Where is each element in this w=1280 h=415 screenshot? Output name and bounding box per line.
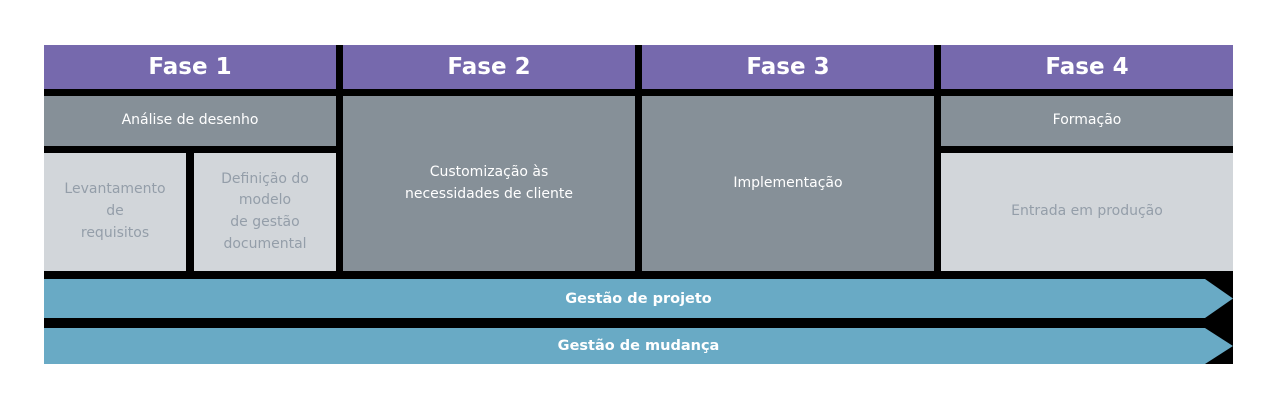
box-definicao-modelo: Definição do modelo de gestão documental bbox=[194, 153, 336, 271]
banner-gestao-de-mudanca: Gestão de mudança bbox=[44, 328, 1233, 364]
phase-header-2: Fase 2 bbox=[343, 45, 635, 89]
phase-header-3-label: Fase 3 bbox=[746, 54, 830, 80]
phase-diagram: Fase 1 Fase 2 Fase 3 Fase 4 Análise de d… bbox=[44, 45, 1233, 364]
banner-gestao-de-projeto-label: Gestão de projeto bbox=[565, 290, 712, 307]
fase1-subboxes: Levantamento de requisitos Definição do … bbox=[44, 153, 336, 271]
phase-table: Fase 1 Fase 2 Fase 3 Fase 4 Análise de d… bbox=[44, 45, 1233, 279]
box-formacao: Formação bbox=[941, 96, 1233, 146]
phase-header-4-label: Fase 4 bbox=[1045, 54, 1129, 80]
box-analise-de-desenho: Análise de desenho bbox=[44, 96, 336, 146]
box-levantamento-requisitos: Levantamento de requisitos bbox=[44, 153, 186, 271]
banner-stack: Gestão de projeto Gestão de mudança bbox=[44, 279, 1233, 364]
box-implementacao: Implementação bbox=[642, 96, 934, 271]
phase-header-1-label: Fase 1 bbox=[148, 54, 232, 80]
banner-gestao-de-mudanca-label: Gestão de mudança bbox=[557, 338, 720, 354]
phase-header-4: Fase 4 bbox=[941, 45, 1233, 89]
banner-gestao-de-projeto: Gestão de projeto bbox=[44, 279, 1233, 318]
box-entrada-producao: Entrada em produção bbox=[941, 153, 1233, 271]
phase-header-1: Fase 1 bbox=[44, 45, 336, 89]
phase-header-2-label: Fase 2 bbox=[447, 54, 531, 80]
box-customizacao: Customização às necessidades de cliente bbox=[343, 96, 635, 271]
phase-header-3: Fase 3 bbox=[642, 45, 934, 89]
